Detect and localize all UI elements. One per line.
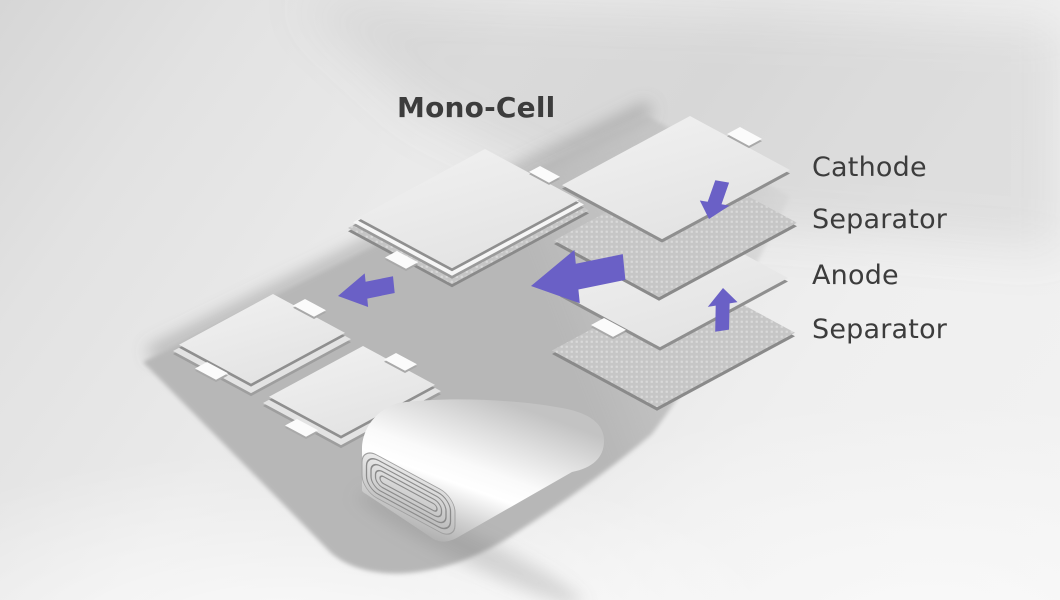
pouch-cell-1 <box>173 294 351 397</box>
mono-cell-tab-top <box>529 166 560 185</box>
arrow-to-pouch-cells-icon <box>338 273 395 307</box>
label-anode: Anode <box>812 260 899 291</box>
pouch-cell-2 <box>263 346 441 449</box>
anode-tab <box>591 318 626 340</box>
cathode-sheet <box>562 116 790 243</box>
jelly-roll <box>357 399 604 600</box>
arrow-anode-down-icon <box>707 288 738 332</box>
jelly-roll-winding-line <box>365 458 452 530</box>
mono-cell-stack <box>348 149 589 288</box>
pouch-cell-1-tab-bottom <box>195 362 228 382</box>
label-separator-bottom: Separator <box>812 314 948 345</box>
jelly-roll-winding-line <box>370 463 447 524</box>
pouch-cell-2-tab-bottom <box>285 419 318 439</box>
pouch-cell-2-tab-top <box>384 353 417 373</box>
mono-cell-top-plate <box>358 149 579 272</box>
jelly-roll-face <box>361 452 456 535</box>
mono-cell-tab-bottom <box>385 251 418 271</box>
pouch-cell-2-body <box>269 346 435 439</box>
cathode-tab <box>727 127 762 149</box>
jelly-roll-winding-line <box>374 469 443 518</box>
label-cathode: Cathode <box>812 152 927 183</box>
arrow-cathode-down-icon <box>699 180 730 219</box>
jelly-roll-winding-line <box>379 475 438 512</box>
label-separator-top: Separator <box>812 204 948 235</box>
diagram-title: Mono-Cell <box>397 91 556 124</box>
arrow-to-mono-cell-icon <box>531 249 626 304</box>
pouch-cell-1-tab-top <box>293 299 326 319</box>
pouch-cell-1-body <box>179 294 345 387</box>
